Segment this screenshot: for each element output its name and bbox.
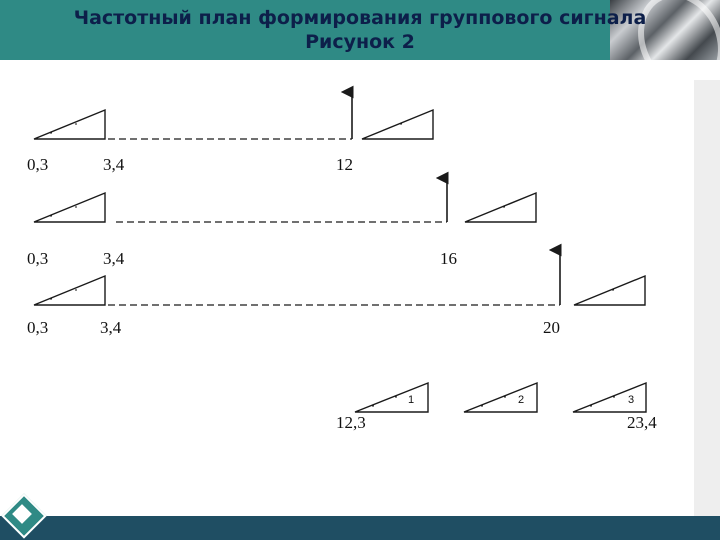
group-band-2-label: 2 <box>518 394 524 406</box>
group-band-3 <box>572 381 647 413</box>
row-3-high-label: 3,4 <box>100 318 122 337</box>
title-line-1: Частотный план формирования группового с… <box>73 7 647 29</box>
row-3: 0,3 3,4 20 <box>27 243 646 337</box>
row-1: 0,3 3,4 12 <box>27 85 434 174</box>
footer-bar <box>40 516 720 540</box>
baseband-spectrum-1 <box>33 108 106 140</box>
group-band-1-label: 1 <box>408 394 414 406</box>
row-1-low-label: 0,3 <box>27 155 48 174</box>
title-line-2: Рисунок 2 <box>305 31 415 53</box>
group-band-1 <box>354 381 429 413</box>
baseband-spectrum-2 <box>33 191 106 223</box>
row-2: 0,3 3,4 16 <box>27 171 537 268</box>
shifted-spectrum-2 <box>464 191 537 223</box>
group-band-3-label: 3 <box>628 394 634 406</box>
corner-photo <box>610 0 720 60</box>
row-2-high-label: 3,4 <box>103 249 125 268</box>
row-3-low-label: 0,3 <box>27 318 48 337</box>
row-1-carrier-label: 12 <box>336 155 353 174</box>
group-low-edge-label: 12,3 <box>336 413 366 432</box>
group-band-2 <box>463 381 538 413</box>
title-bar <box>0 0 610 60</box>
row-2-low-label: 0,3 <box>27 249 48 268</box>
shifted-spectrum-3 <box>573 274 646 306</box>
row-3-carrier-label: 20 <box>543 318 560 337</box>
baseband-spectrum-3 <box>33 274 106 306</box>
page-title: Частотный план формирования группового с… <box>0 6 720 54</box>
group-high-edge-label: 23,4 <box>627 413 657 432</box>
row-2-carrier-label: 16 <box>440 249 457 268</box>
row-1-high-label: 3,4 <box>103 155 125 174</box>
group-signal: 1 2 3 12,3 23,4 <box>336 381 657 432</box>
right-strip <box>694 80 720 516</box>
shifted-spectrum-1 <box>361 108 434 140</box>
